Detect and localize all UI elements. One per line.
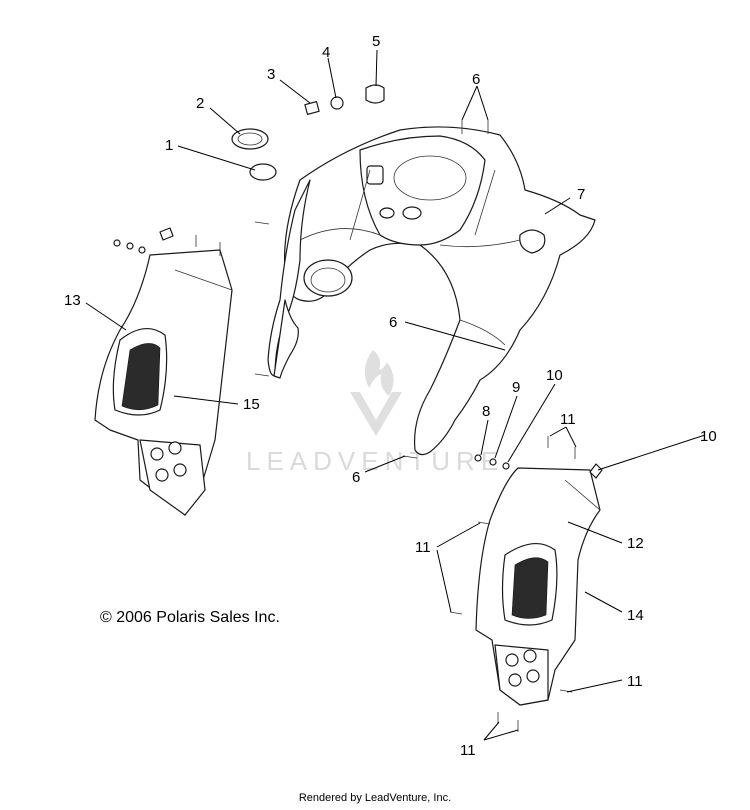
callout-5: 5 [372, 33, 380, 50]
clip-part-3 [304, 101, 320, 115]
callout-1: 1 [165, 137, 173, 154]
callout-12: 12 [627, 535, 644, 552]
callout-11-top: 11 [560, 411, 576, 428]
callout-10-right: 10 [700, 428, 717, 445]
hood-part-7 [267, 126, 596, 456]
watermark: LEADVENTURE [246, 350, 504, 476]
callout-7: 7 [577, 186, 585, 203]
callout-13: 13 [64, 292, 81, 309]
callout-15: 15 [243, 396, 260, 413]
callout-6-top: 6 [472, 71, 480, 88]
watermark-v-icon [350, 392, 402, 436]
callout-6-bottom: 6 [352, 469, 360, 486]
right-side-panel-14 [475, 467, 601, 706]
callout-9: 9 [512, 379, 520, 396]
callout-6-middle: 6 [389, 314, 397, 331]
callout-11-bottom: 11 [460, 742, 476, 759]
watermark-text: LEADVENTURE [246, 446, 504, 476]
callout-4: 4 [322, 44, 330, 61]
leader-lines [85, 49, 706, 741]
nut-part-4 [330, 96, 344, 110]
o-ring-part-1 [249, 163, 277, 181]
fasteners [113, 120, 603, 732]
left-side-panel-13 [94, 249, 233, 516]
callout-10-top: 10 [546, 367, 563, 384]
callout-8: 8 [482, 403, 490, 420]
callout-3: 3 [267, 66, 275, 83]
copyright-notice: © 2006 Polaris Sales Inc. [100, 609, 280, 626]
gasket-part-2 [231, 128, 269, 150]
callout-11-left: 11 [415, 539, 431, 556]
rendered-by-footer: Rendered by LeadVenture, Inc. [298, 792, 452, 804]
callouts: 1 2 3 4 5 6 7 6 6 8 9 10 11 10 11 12 14 … [64, 33, 717, 759]
plug-part-5 [365, 84, 385, 104]
callout-2: 2 [196, 95, 204, 112]
callout-11-right: 11 [627, 673, 643, 690]
callout-14: 14 [627, 607, 644, 624]
watermark-flame-icon [364, 350, 394, 396]
